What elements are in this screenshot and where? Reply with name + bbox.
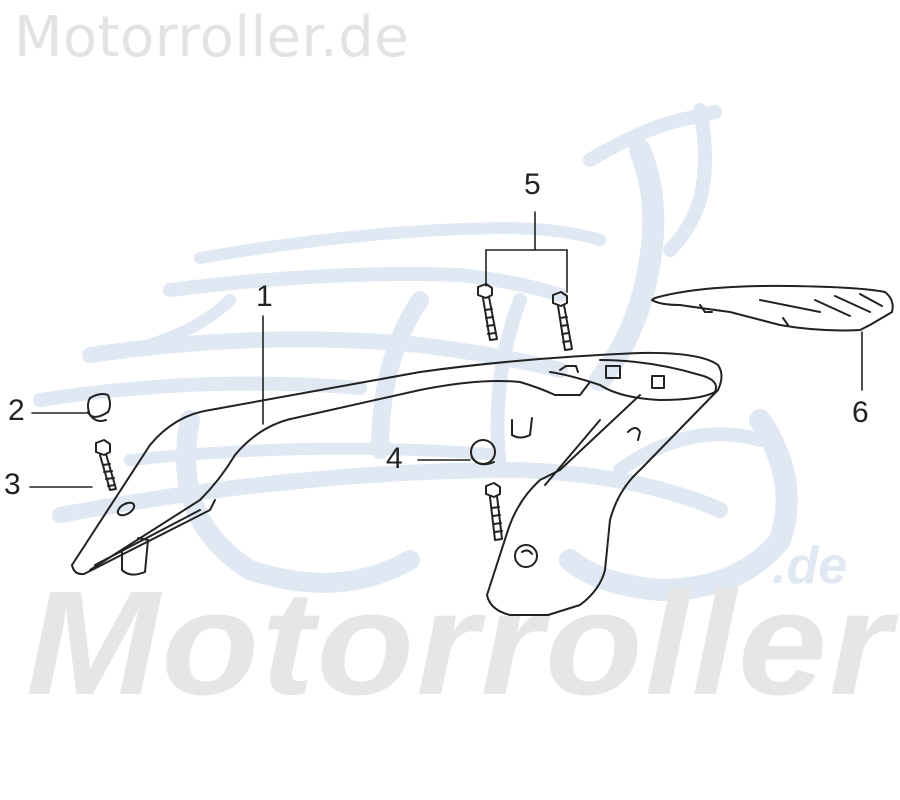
leader-lines [29,211,863,488]
part-4-bolt [485,482,503,541]
callout-6: 6 [852,396,869,429]
callout-4: 4 [386,442,403,475]
callout-2: 2 [8,394,25,427]
part-3-bolt [95,439,117,491]
callout-5: 5 [524,168,541,201]
de-watermark-text: .de [772,537,848,595]
part-1-grab-rail [71,351,723,616]
part-2-cap [87,393,111,422]
callout-1: 1 [256,280,273,313]
part-5-bolts [477,283,573,351]
part-4-cap [470,439,496,466]
top-watermark-text: Motorroller.de [14,5,410,70]
big-watermark-text: Motorroller [26,561,894,726]
callout-3: 3 [4,468,21,501]
part-6-carrier-plate [651,284,894,332]
